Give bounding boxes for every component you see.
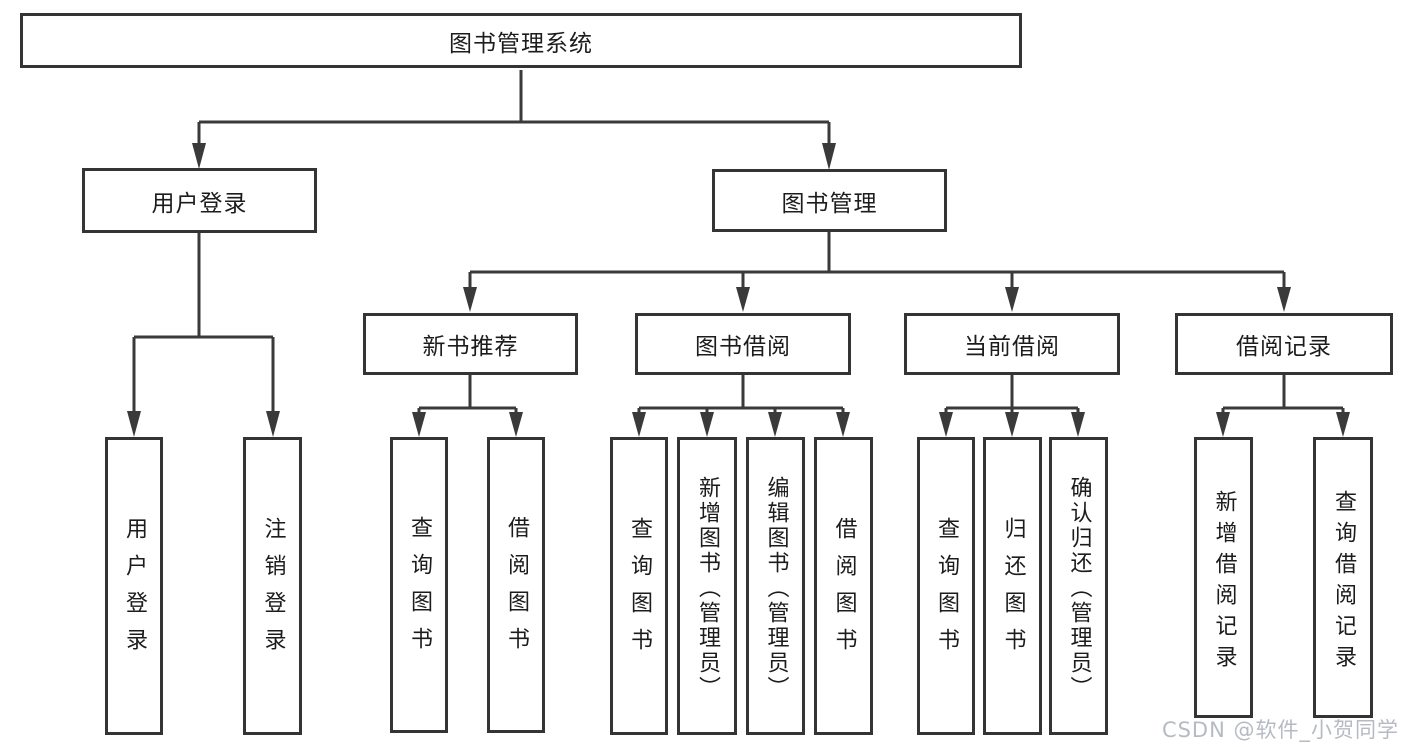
leaf-cb-query-books-label: 查询图书	[934, 517, 959, 665]
leaf-cb-return-books-label: 归还图书	[1000, 517, 1026, 665]
leaf-bb-borrow-books: 借阅图书	[814, 437, 873, 735]
node-current-borrowing-label: 当前借阅	[964, 334, 1060, 360]
connector-bookborrow-to-leaves	[637, 375, 845, 414]
arrow-icon	[768, 412, 782, 437]
arrow-icon	[266, 411, 280, 437]
arrow-icon	[700, 412, 714, 437]
arrow-icon	[1277, 287, 1291, 312]
arrow-icon	[736, 287, 750, 312]
csdn-watermark: CSDN @软件_小贺同学	[1161, 718, 1399, 742]
leaf-rec-borrow-books: 借阅图书	[487, 437, 545, 733]
node-borrow-records: 借阅记录	[1175, 313, 1393, 375]
node-user-login-label: 用户登录	[151, 190, 248, 217]
leaf-bb-edit-books-admin: 编辑图书（管理员）	[746, 437, 805, 735]
node-root: 图书管理系统	[20, 13, 1022, 68]
arrow-icon	[509, 412, 523, 437]
leaf-br-query-record-label: 查询借阅记录	[1331, 489, 1356, 676]
leaf-br-add-record-label: 新增借阅记录	[1211, 489, 1237, 676]
connector-userlogin-to-leaves	[132, 233, 275, 413]
leaf-rec-borrow-books-label: 借阅图书	[504, 516, 529, 664]
leaf-bb-query-books: 查询图书	[610, 437, 668, 735]
arrow-icon	[1005, 287, 1019, 312]
node-root-label: 图书管理系统	[449, 30, 593, 57]
leaf-br-query-record: 查询借阅记录	[1313, 437, 1373, 718]
arrow-icon	[1005, 412, 1019, 437]
arrow-icon	[632, 412, 646, 437]
arrow-icon	[412, 412, 426, 437]
leaf-logout: 注销登录	[243, 437, 302, 735]
arrow-icon	[192, 143, 206, 169]
leaf-bb-add-books-admin-label: 新增图书（管理员）	[695, 475, 720, 701]
node-new-book-recommend: 新书推荐	[363, 313, 578, 375]
arrow-icon	[939, 412, 953, 437]
arrow-icon	[1071, 412, 1085, 437]
node-borrow-records-label: 借阅记录	[1236, 334, 1332, 360]
leaf-br-add-record: 新增借阅记录	[1194, 437, 1253, 718]
arrow-icon	[463, 287, 477, 312]
leaf-bb-query-books-label: 查询图书	[627, 517, 652, 665]
arrow-icon	[822, 143, 836, 170]
connector-records-to-leaves	[1221, 375, 1345, 414]
leaf-cb-confirm-return-admin-label: 确认归还（管理员）	[1066, 475, 1092, 701]
leaf-cb-confirm-return-admin: 确认归还（管理员）	[1049, 437, 1108, 735]
leaf-bb-borrow-books-label: 借阅图书	[831, 517, 857, 665]
node-user-login: 用户登录	[82, 168, 317, 233]
node-book-management-label: 图书管理	[781, 190, 878, 217]
arrow-icon	[1216, 412, 1230, 437]
leaf-rec-query-books-label: 查询图书	[407, 516, 432, 664]
connector-root-to-level2	[197, 70, 831, 145]
node-book-borrowing: 图书借阅	[635, 313, 851, 375]
leaf-cb-return-books: 归还图书	[983, 437, 1042, 735]
leaf-logout-label: 注销登录	[260, 517, 286, 665]
leaf-user-login: 用户登录	[105, 437, 163, 735]
node-current-borrowing: 当前借阅	[904, 313, 1120, 375]
node-book-borrowing-label: 图书借阅	[695, 334, 791, 360]
connector-currentborrow-to-leaves	[944, 375, 1080, 414]
connector-bookmgmt-to-level3	[468, 232, 1286, 289]
leaf-bb-add-books-admin: 新增图书（管理员）	[677, 437, 737, 735]
connector-newrec-to-leaves	[417, 375, 518, 414]
arrow-icon	[836, 412, 850, 437]
arrow-icon	[127, 411, 141, 437]
leaf-rec-query-books: 查询图书	[390, 437, 448, 733]
leaf-cb-query-books: 查询图书	[917, 437, 975, 735]
node-new-book-recommend-label: 新书推荐	[422, 334, 519, 360]
arrow-icon	[1336, 412, 1350, 437]
leaf-bb-edit-books-admin-label: 编辑图书（管理员）	[763, 475, 789, 701]
leaf-user-login-label: 用户登录	[122, 517, 147, 665]
node-book-management: 图书管理	[712, 169, 947, 232]
